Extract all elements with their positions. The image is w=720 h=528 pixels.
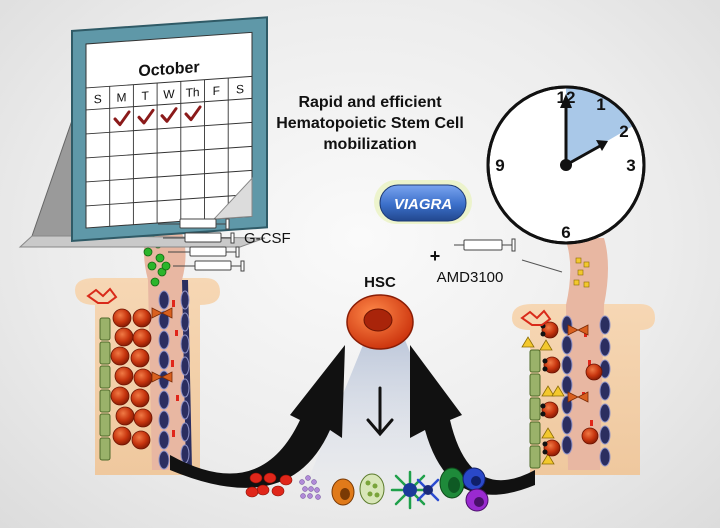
hsc-cell (346, 294, 414, 350)
calendar-month: October (138, 59, 199, 80)
hsc-label: HSC (364, 274, 396, 291)
right-bone-marrow (512, 238, 655, 475)
diagram-title: Rapid and efficient Hematopoietic Stem C… (255, 92, 485, 155)
clock-number-6: 6 (561, 223, 570, 242)
down-arrow-icon (366, 386, 394, 437)
viagra-label: VIAGRA (394, 196, 452, 213)
calendar-day-label: S (94, 92, 102, 107)
plus-sign: + (430, 246, 441, 266)
amd3100-label: AMD3100 (437, 269, 504, 286)
clock-number-3: 3 (626, 156, 635, 175)
calendar-day-label: F (213, 84, 220, 98)
title-line: Rapid and efficient (298, 94, 442, 111)
gcsf-label: G-CSF (244, 230, 291, 247)
check-mark-icon (160, 107, 178, 123)
calendar-day-label: T (142, 89, 150, 104)
check-mark-icon (184, 105, 202, 122)
clock: 12 1 2 3 6 9 (486, 85, 646, 245)
check-mark-icon (137, 108, 155, 125)
gcsf-syringes (158, 218, 245, 272)
check-mark-icon (113, 110, 131, 127)
viagra-pill: VIAGRA (374, 180, 472, 224)
right-curved-arrow (410, 345, 535, 495)
calendar: October S M T W Th F S (18, 16, 268, 248)
left-curved-arrow (170, 345, 345, 488)
differentiated-cells (245, 467, 489, 512)
calendar-day-label: M (117, 90, 127, 105)
clock-number-1: 1 (596, 95, 605, 114)
clock-number-9: 9 (495, 156, 504, 175)
amd3100-syringe (454, 238, 563, 273)
calendar-day-label: S (236, 82, 244, 97)
calendar-day-label: W (163, 87, 175, 102)
title-line: mobilization (323, 136, 417, 153)
clock-number-2: 2 (619, 122, 628, 141)
clock-number-12: 12 (557, 88, 576, 107)
calendar-day-label: Th (186, 85, 200, 100)
title-line: Hematopoietic Stem Cell (276, 115, 464, 132)
light-beam (300, 340, 470, 500)
left-bone-marrow (75, 228, 220, 475)
